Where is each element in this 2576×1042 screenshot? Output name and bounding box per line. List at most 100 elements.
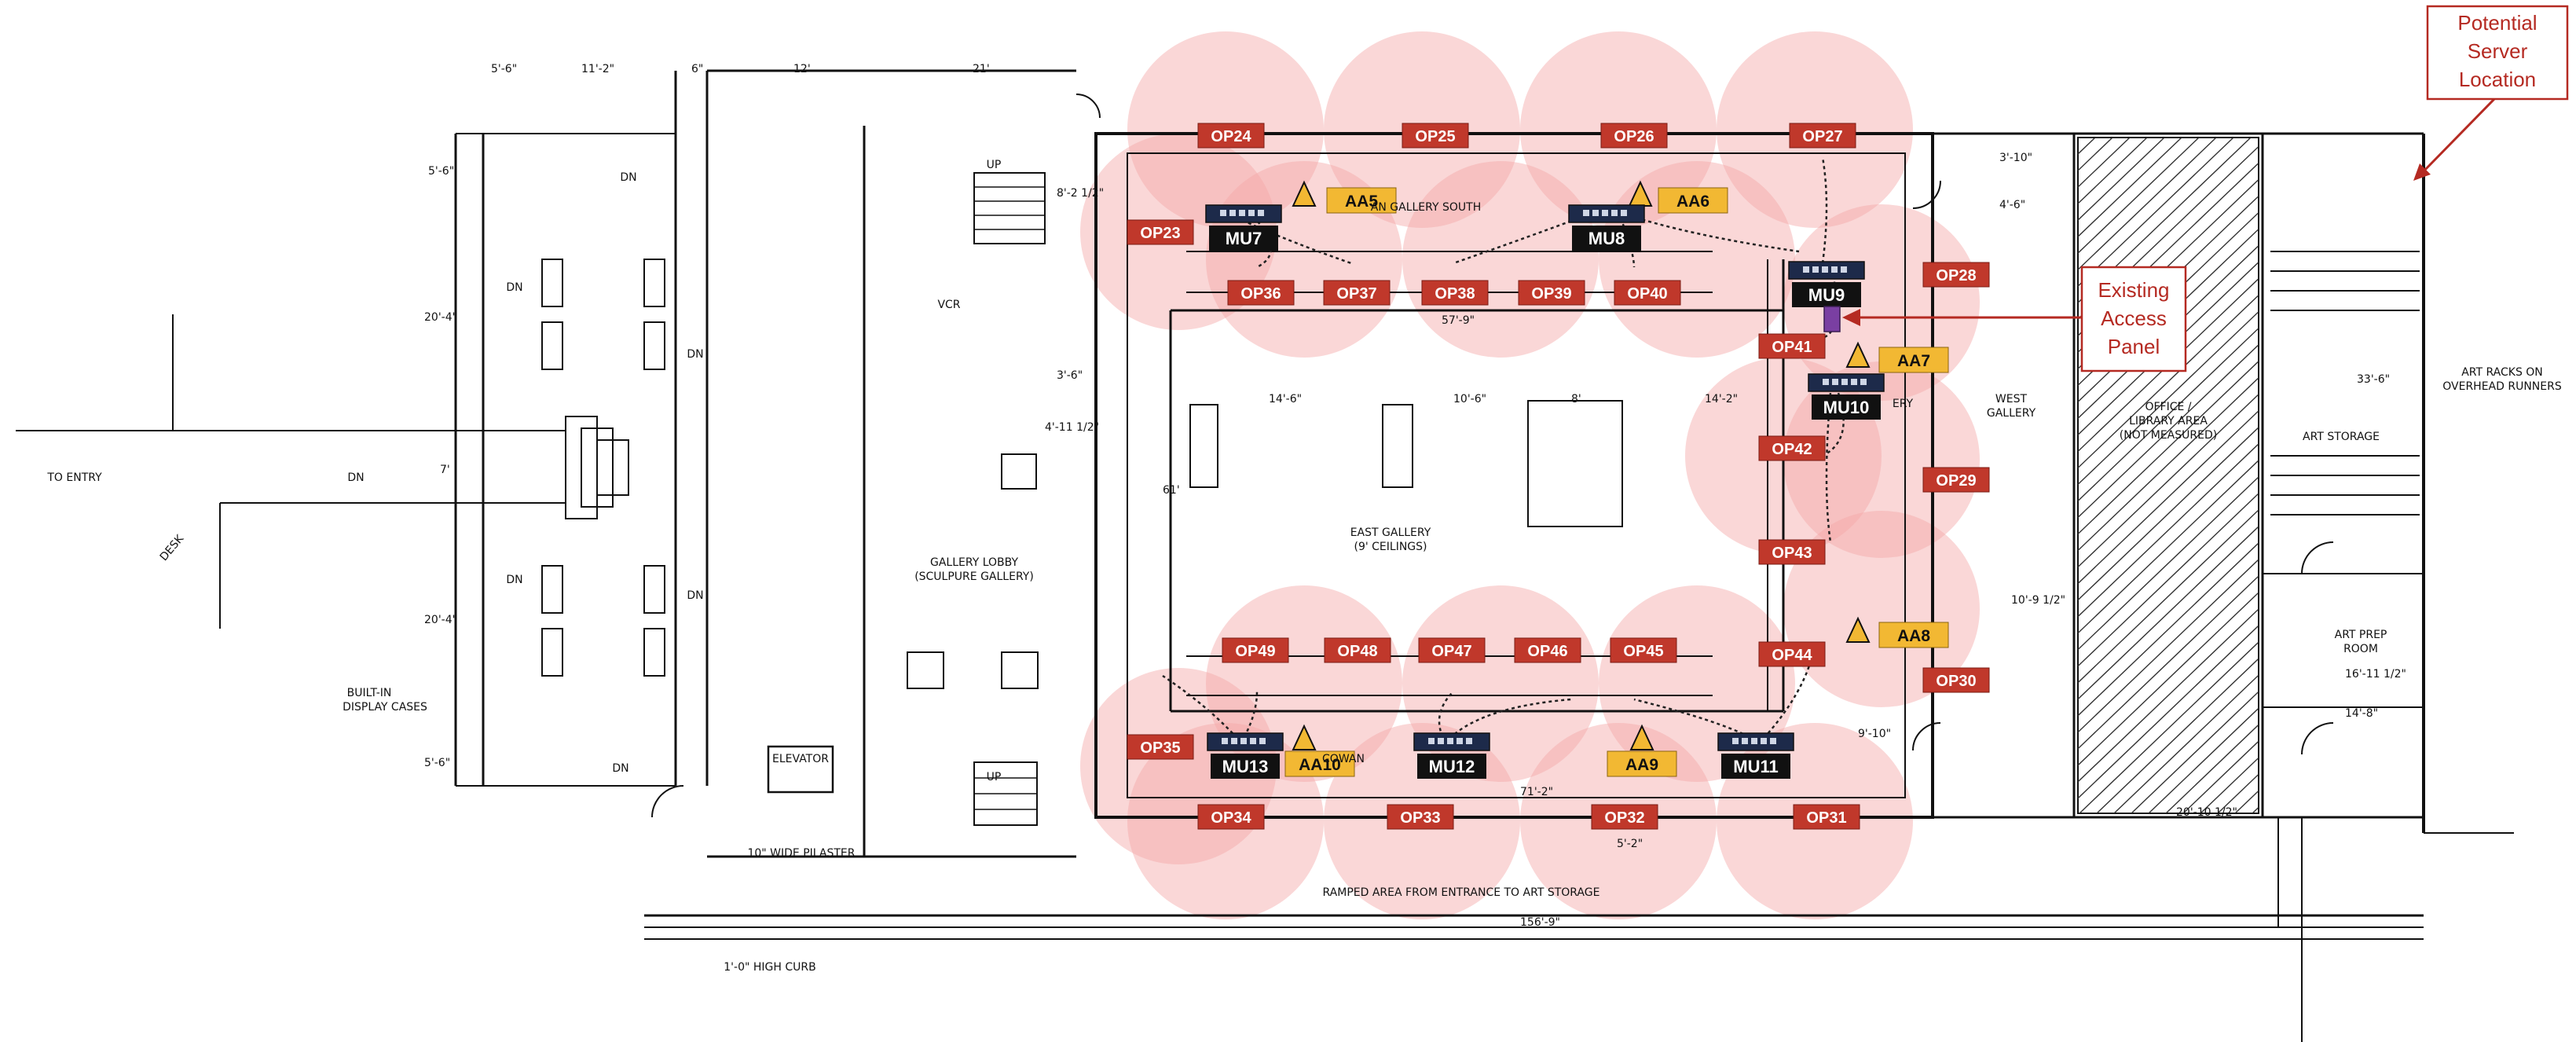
outlet-op31: OP31 bbox=[1793, 804, 1860, 830]
outlet-label: OP31 bbox=[1806, 809, 1846, 827]
dim-label: 14'-6" bbox=[1269, 393, 1302, 405]
access-point-aa5: AA5 bbox=[1292, 180, 1397, 214]
cable-run bbox=[1445, 698, 1572, 743]
server-callout-line-1: Potential bbox=[2457, 11, 2537, 35]
outlet-op29: OP29 bbox=[1922, 467, 1990, 493]
hatch-line bbox=[2078, 442, 2259, 618]
outlet-op23: OP23 bbox=[1127, 219, 1194, 245]
server-callout-arrow bbox=[2422, 97, 2496, 173]
media-unit-mu8: MU8 bbox=[1568, 204, 1645, 251]
hatch-line bbox=[2078, 426, 2259, 601]
server-callout-line-3: Location bbox=[2459, 68, 2536, 91]
outlet-label: OP28 bbox=[1936, 267, 1976, 284]
hatch-line bbox=[2078, 459, 2259, 634]
vcr-label: VCR bbox=[937, 299, 960, 311]
access-point-label: AA9 bbox=[1625, 756, 1658, 774]
outlet-op46: OP46 bbox=[1514, 637, 1581, 663]
server-callout-line-2: Server bbox=[2468, 39, 2528, 63]
dn-label-2: DN bbox=[506, 281, 522, 294]
hatch-line bbox=[2096, 658, 2259, 813]
outlet-label: OP35 bbox=[1140, 739, 1180, 757]
dim-label: 14'-2" bbox=[1705, 393, 1738, 405]
outlet-op28: OP28 bbox=[1922, 262, 1990, 288]
dn-label-5: DN bbox=[506, 574, 522, 586]
dim-label: 5'-6" bbox=[424, 757, 450, 769]
media-unit-mu13: MU13 bbox=[1207, 732, 1284, 779]
coverage-circle bbox=[1402, 161, 1599, 358]
dim-label: 12' bbox=[793, 63, 811, 75]
outlet-label: OP34 bbox=[1211, 809, 1251, 827]
outlet-label: OP39 bbox=[1531, 285, 1571, 303]
outlet-op43: OP43 bbox=[1758, 539, 1826, 565]
office-hatch bbox=[2078, 138, 2259, 813]
outlet-label: OP30 bbox=[1936, 673, 1976, 690]
outlet-op37: OP37 bbox=[1323, 280, 1391, 306]
hatch-line bbox=[2078, 376, 2259, 552]
dim-label: 7' bbox=[440, 464, 450, 476]
outlet-label: OP43 bbox=[1772, 545, 1812, 562]
art-racks-label: ART RACKS ON bbox=[2461, 366, 2543, 379]
outlet-op35: OP35 bbox=[1127, 734, 1194, 760]
curb-label: 1'-0" HIGH CURB bbox=[724, 961, 815, 974]
office-note: (NOT MEASURED) bbox=[2120, 429, 2217, 442]
hatch-line bbox=[2078, 327, 2259, 502]
outlet-label: OP26 bbox=[1614, 128, 1654, 145]
outlet-op30: OP30 bbox=[1922, 667, 1990, 693]
panel-callout-line-3: Panel bbox=[2108, 335, 2160, 358]
hatch-line bbox=[2078, 195, 2259, 370]
outlet-label: OP32 bbox=[1604, 809, 1644, 827]
media-unit-label: MU11 bbox=[1733, 757, 1778, 776]
dim-label: 5'-6" bbox=[428, 165, 454, 178]
dim-label: 21' bbox=[973, 63, 990, 75]
outlet-label: OP36 bbox=[1240, 285, 1281, 303]
dn-label-6: DN bbox=[687, 589, 703, 602]
coverage-circle bbox=[1783, 511, 1980, 707]
outlet-label: OP42 bbox=[1772, 441, 1812, 458]
cable-run bbox=[1633, 698, 1761, 744]
hatch-line bbox=[2078, 228, 2259, 403]
outlet-op34: OP34 bbox=[1197, 804, 1265, 830]
outlet-op32: OP32 bbox=[1591, 804, 1658, 830]
speaker-icon bbox=[1629, 724, 1654, 750]
outlet-op38: OP38 bbox=[1421, 280, 1489, 306]
dim-label: 33'-6" bbox=[2357, 373, 2390, 386]
hatch-line bbox=[2078, 608, 2259, 783]
dim-label: 57'-9" bbox=[1442, 314, 1475, 327]
dim-label: 14'-8" bbox=[2345, 707, 2378, 720]
outlet-label: OP48 bbox=[1337, 643, 1377, 660]
access-point-aa7: AA7 bbox=[1845, 341, 1949, 373]
east-gallery-sublabel: (9' CEILINGS) bbox=[1354, 541, 1427, 553]
media-unit-label: MU10 bbox=[1823, 398, 1870, 417]
dim-label: 20'-10 1/2" bbox=[2176, 806, 2237, 819]
dim-label: 61' bbox=[1163, 484, 1180, 497]
dim-label: 8' bbox=[1571, 393, 1581, 405]
up-label-top: UP bbox=[987, 159, 1002, 171]
hatch-line bbox=[2078, 542, 2259, 717]
outlet-op44: OP44 bbox=[1758, 641, 1826, 667]
hatch-line bbox=[2078, 575, 2259, 750]
hatch-line bbox=[2078, 310, 2259, 486]
hatch-line bbox=[2079, 641, 2259, 813]
media-unit-label: MU7 bbox=[1226, 229, 1262, 248]
pilaster-label: 10" WIDE PILASTER bbox=[747, 847, 855, 860]
panel-callout-line-1: Existing bbox=[2098, 278, 2169, 302]
outlet-label: OP40 bbox=[1627, 285, 1667, 303]
gallery-lobby-sublabel: (SCULPURE GALLERY) bbox=[914, 571, 1034, 583]
access-point-aa10: AA10 bbox=[1284, 724, 1355, 777]
hatch-line bbox=[2078, 211, 2259, 387]
hatch-line bbox=[2113, 674, 2259, 813]
server-callout-arrowhead bbox=[2413, 163, 2431, 181]
hatch-line bbox=[2078, 592, 2259, 766]
access-panel-callout: Existing Access Panel bbox=[1842, 266, 2187, 372]
art-prep-sublabel: ROOM bbox=[2343, 643, 2378, 655]
dn-label-4: DN bbox=[347, 471, 364, 484]
media-unit-label: MU9 bbox=[1808, 285, 1845, 305]
art-prep-label: ART PREP bbox=[2335, 629, 2387, 641]
outlet-label: OP33 bbox=[1400, 809, 1440, 827]
west-gallery-label: WEST bbox=[1995, 393, 2028, 405]
media-unit-label: MU8 bbox=[1588, 229, 1625, 248]
speaker-icon bbox=[1292, 724, 1317, 750]
dim-label: 4'-6" bbox=[1999, 199, 2025, 211]
hatch-line bbox=[2078, 244, 2259, 420]
